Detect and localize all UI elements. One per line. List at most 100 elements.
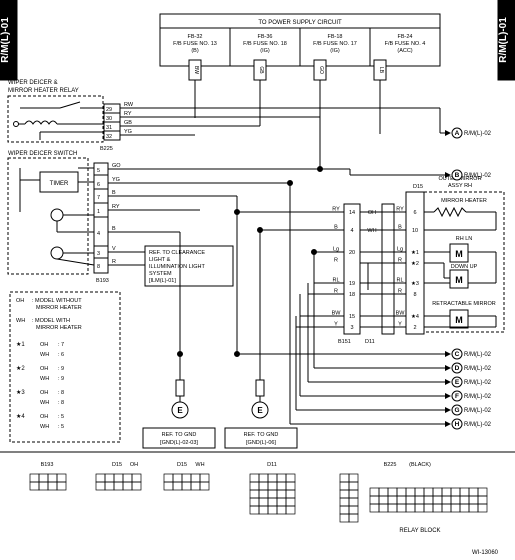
d11-grid-cell: [249, 481, 260, 491]
relay-main-grid-cell: [459, 487, 470, 497]
relay-main-grid-cell: [477, 487, 488, 497]
mirror-heater-label: MIRROR HEATER: [441, 198, 487, 204]
fuse-2-name: F/B FUSE NO. 18: [243, 41, 287, 47]
supply-title: TO POWER SUPPLY CIRCUIT: [258, 20, 342, 26]
relay-main-grid-cell: [477, 503, 488, 513]
switch-wire-go: GO: [112, 163, 121, 169]
b193-grid-cell: [38, 473, 49, 483]
legend-wh-label: WH: [16, 318, 25, 324]
d15-oh-grid-cell: [104, 481, 115, 491]
bottom-conn-d11: D11: [267, 462, 277, 468]
d11-grid-cell: [258, 481, 269, 491]
relay-main-grid-cell: [468, 503, 479, 513]
d11-grid-cell: [267, 505, 278, 515]
legend-star-oh-4: OH: [40, 414, 48, 420]
offpage-letter-a: A: [455, 130, 460, 137]
mid-wire-left-1: B: [334, 225, 338, 231]
ground-1-ref1: REF. TO GND: [162, 432, 197, 438]
mid-pin-d15-5: 8: [413, 292, 416, 298]
mid-pin-d15-6: ★4: [411, 313, 419, 320]
mid-wire-right-2: Lg: [397, 247, 403, 253]
bottom-conn-b225-suffix: (BLACK): [409, 462, 431, 468]
mid-wire-left-6: BW: [332, 311, 342, 317]
ground-1-ref2: [GND(L)-02-03]: [160, 440, 198, 446]
relay-main-grid-cell: [468, 487, 479, 497]
d15-wh-grid-cell: [181, 473, 192, 483]
fuse-4-wire: LB: [378, 67, 384, 74]
offpage-circle-b: [451, 169, 463, 181]
offpage-letter-e: E: [455, 379, 460, 386]
fuse-3-id: FB-18: [328, 34, 343, 40]
d15-oh-grid-cell: [122, 481, 133, 491]
offpage-circle-g: [451, 404, 463, 416]
legend-star-wh-pin-1: : 6: [58, 352, 64, 358]
side-tab-right: R/M(L)-01: [498, 17, 509, 63]
offpage-ref-b: R/M(L)-02: [464, 173, 492, 179]
legend-star-wh-1: WH: [40, 352, 49, 358]
offpage-ref-e: R/M(L)-02: [464, 380, 492, 386]
relay-main-grid-cell: [450, 503, 461, 513]
fuse-3-name: F/B FUSE NO. 17: [313, 41, 357, 47]
mid-wire-right-6: BW: [396, 311, 406, 317]
mid-pin-left-4: 19: [349, 281, 355, 287]
relay-wire-yg: YG: [124, 129, 132, 135]
mid-pin-left-7: 3: [350, 325, 353, 331]
d11-grid-cell: [285, 489, 296, 499]
footer-code: WI-13060: [472, 550, 499, 556]
side-tab-left-bg: [0, 0, 18, 81]
switch-pin-5: 5: [97, 168, 100, 174]
relay-left-grid-cell: [348, 513, 359, 523]
relay-main-grid-cell: [432, 503, 443, 513]
mid-pin-d15-2: ★1: [411, 249, 419, 256]
offpage-letter-d: D: [455, 365, 460, 372]
d11-grid-cell: [267, 481, 278, 491]
mid-pin-left-6: 15: [349, 314, 355, 320]
switch-wire-yg: YG: [112, 177, 120, 183]
relay-left-grid-cell: [339, 505, 350, 515]
relay-connector: B225: [100, 146, 113, 152]
relay-pin-31: 31: [106, 125, 112, 131]
relay-main-grid-cell: [441, 495, 452, 505]
mid-oh-mark: OH: [368, 210, 376, 216]
legend-box: [9, 291, 121, 443]
mid-pin-left-0: 14: [349, 210, 355, 216]
d11-grid-cell: [258, 489, 269, 499]
legend-oh-label: OH: [16, 298, 24, 304]
b193-grid-cell: [29, 481, 40, 491]
d11-grid-cell: [285, 505, 296, 515]
relay-left-grid-cell: [348, 473, 359, 483]
fuse-3-color: (IG): [330, 48, 340, 54]
mid-wh-mark: WH: [367, 228, 376, 234]
fuse-4-name: F/B FUSE NO. 4: [385, 41, 426, 47]
mid-wire-left-5: R: [334, 289, 338, 295]
mid-pin-d15-7: 2: [413, 325, 416, 331]
d15-wh-grid-cell: [163, 481, 174, 491]
b193-grid-cell: [56, 473, 67, 483]
relay-left-grid-cell: [348, 497, 359, 507]
ref-clearance-3: ILLUMINATION LIGHT: [149, 264, 205, 270]
b193-grid-cell: [47, 473, 58, 483]
d15-oh-grid-cell: [95, 481, 106, 491]
legend-star-wh-pin-4: : 5: [58, 424, 64, 430]
mid-pin-d15-3: ★2: [411, 260, 419, 267]
mid-pin-d15-4: ★3: [411, 280, 419, 287]
d11-grid-cell: [249, 489, 260, 499]
fuse-1-wire: BW: [193, 66, 199, 74]
offpage-arrow-b: [445, 172, 451, 178]
outer-mirror-title-2: ASSY RH: [448, 183, 472, 189]
legend-star-oh-3: OH: [40, 390, 48, 396]
fuse-2-wire: GB: [258, 66, 264, 74]
ref-clearance-2: LIGHT &: [149, 257, 171, 263]
offpage-arrow-d: [445, 365, 451, 371]
legend-star-wh-pin-3: : 8: [58, 400, 64, 406]
offpage-ref-g: R/M(L)-02: [464, 408, 492, 414]
offpage-arrow-c: [445, 351, 451, 357]
d11-grid-cell: [249, 497, 260, 507]
d11-grid-cell: [285, 473, 296, 483]
d15-wh-grid-cell: [163, 473, 174, 483]
legend-star-oh-2: OH: [40, 366, 48, 372]
legend-oh-text1: : MODEL WITHOUT: [32, 298, 82, 304]
relay-wire-gb: GB: [124, 120, 132, 126]
offpage-letter-g: G: [454, 407, 459, 414]
fuse-1-id: FB-32: [188, 34, 203, 40]
